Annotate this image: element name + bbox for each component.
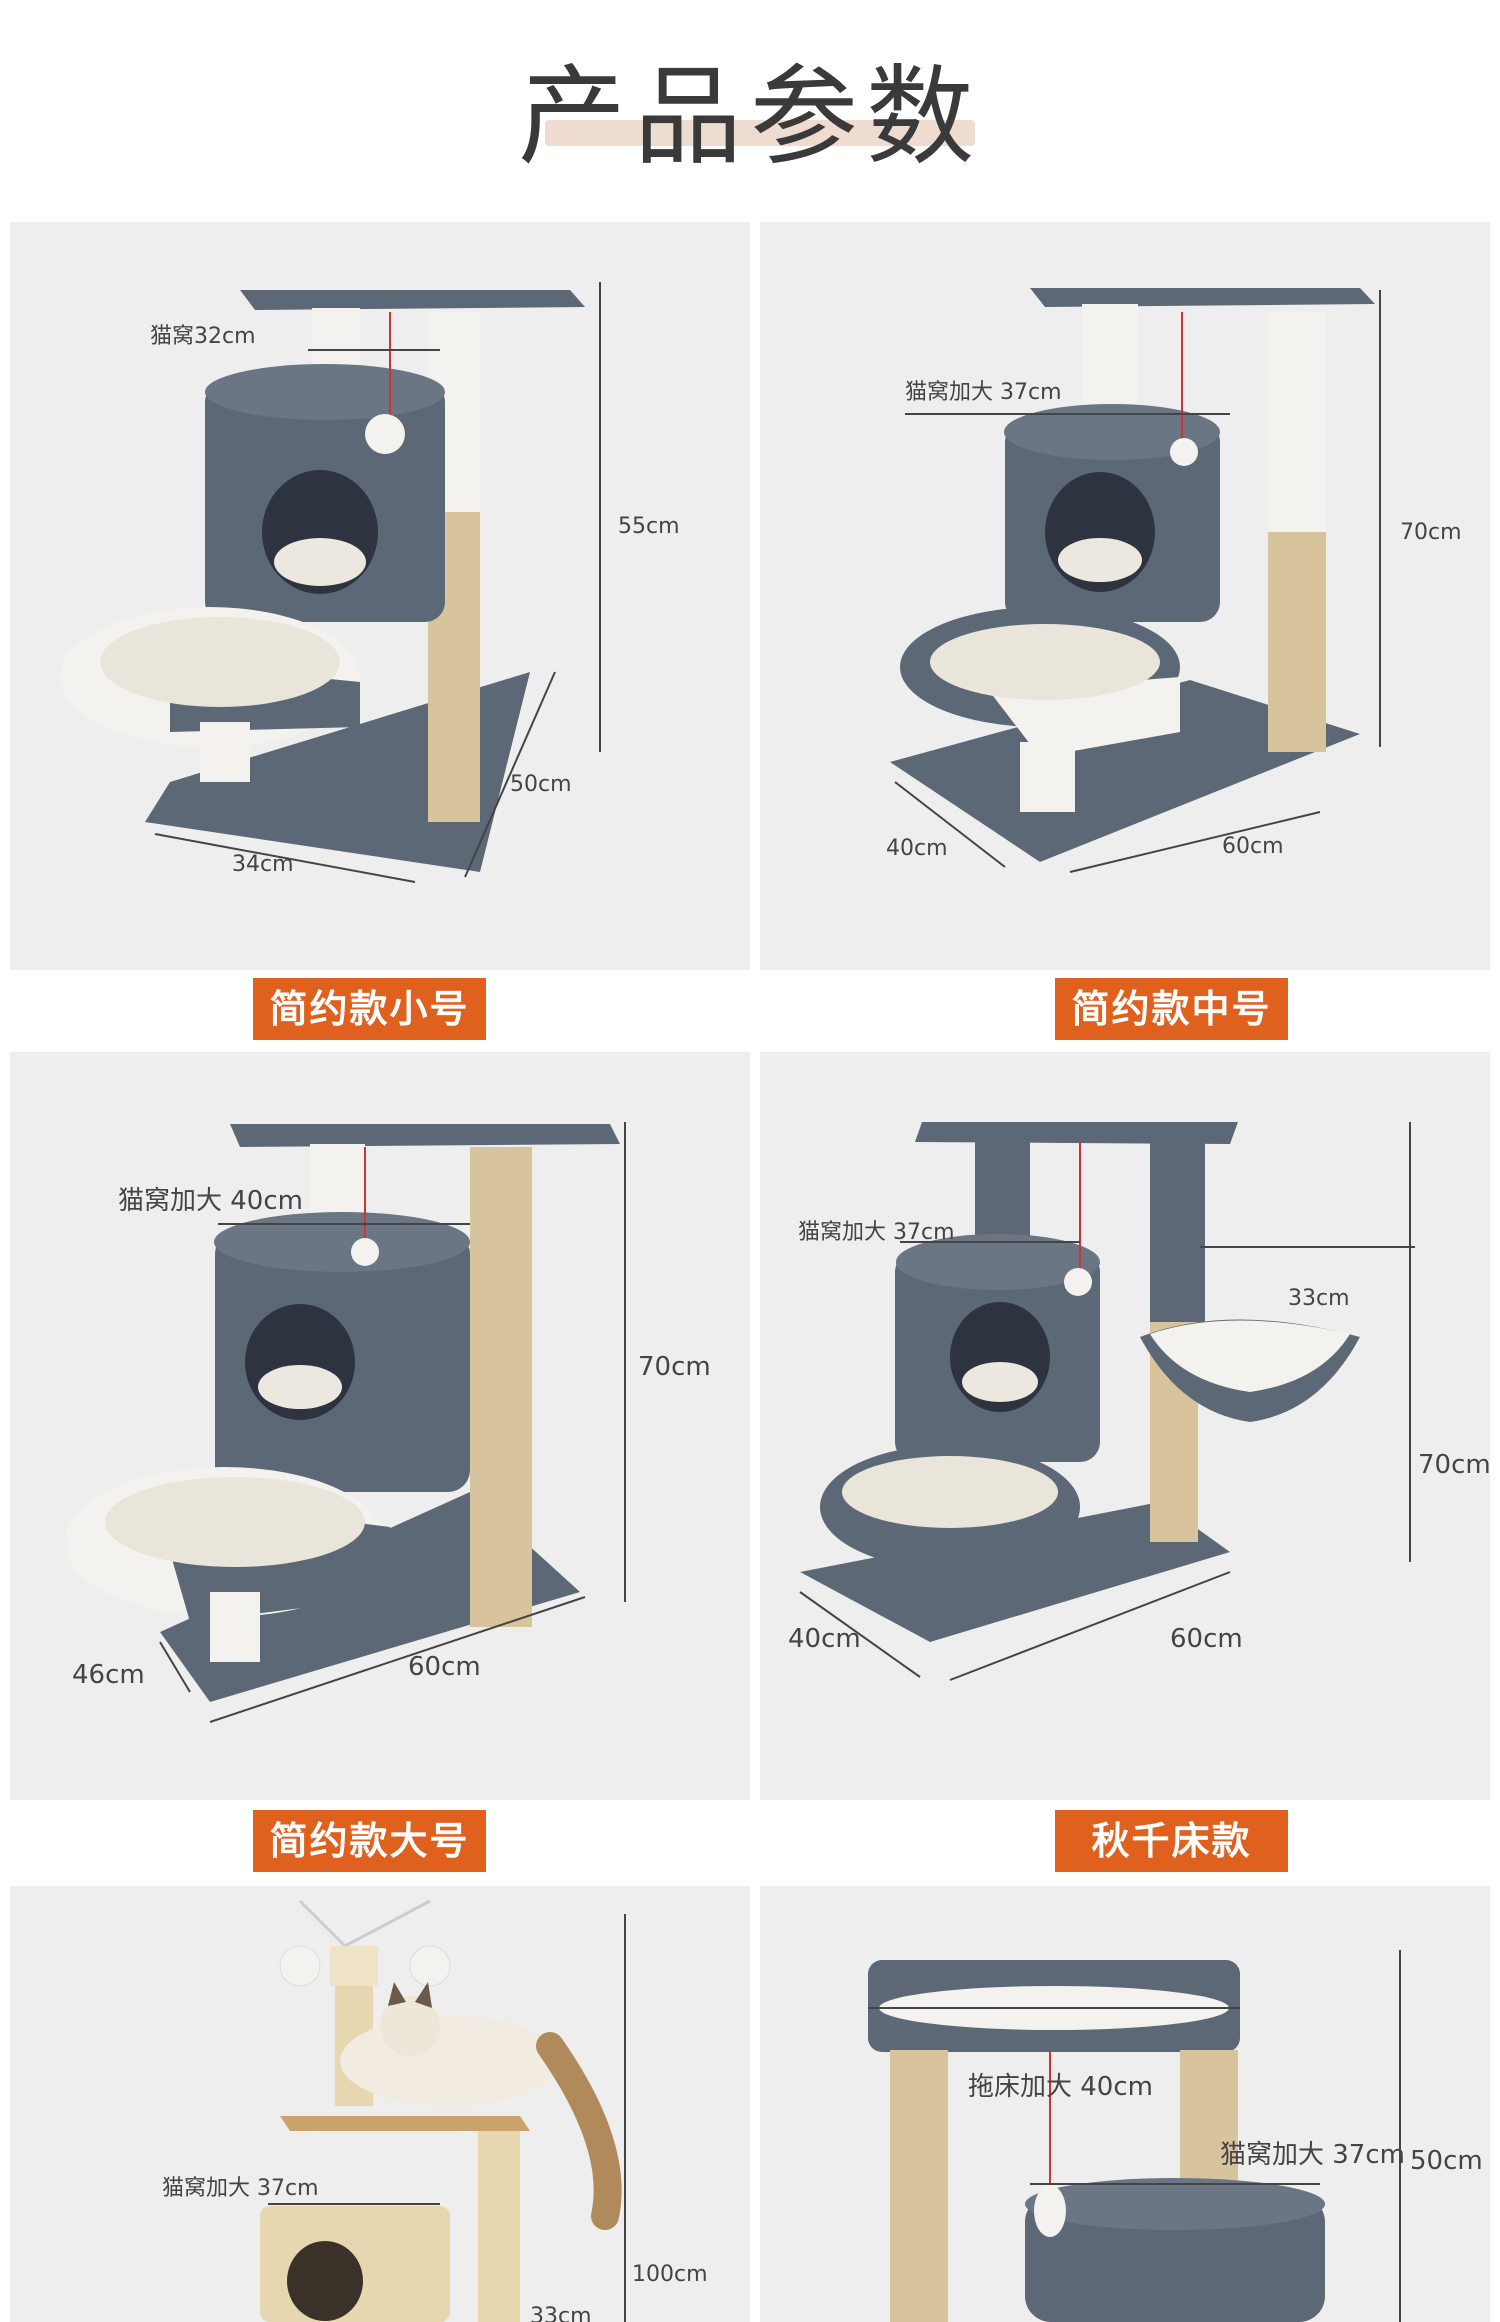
height-dimension: 55cm bbox=[618, 514, 680, 539]
bed-dimension: 拖床加大 40cm bbox=[968, 2072, 1153, 2102]
cat-tree-tall-illustration bbox=[260, 1899, 626, 2322]
cat-tree-swing-illustration bbox=[799, 1122, 1415, 1681]
title-underline bbox=[545, 120, 975, 146]
width-dimension: 60cm bbox=[408, 1652, 481, 1682]
cat-tree-bed-top-illustration bbox=[868, 1950, 1401, 2322]
nest-dimension: 猫窝加大 37cm bbox=[1220, 2140, 1405, 2170]
nest-dimension: 猫窝加大 37cm bbox=[162, 2176, 319, 2201]
height-dimension: 70cm bbox=[638, 1352, 711, 1382]
nest-dimension: 猫窝32cm bbox=[150, 324, 256, 349]
cat-tree-small-illustration bbox=[60, 282, 601, 883]
width-dimension: 34cm bbox=[232, 852, 294, 877]
height-dimension: 50cm bbox=[1410, 2146, 1483, 2176]
product-image-small: 猫窝32cm 55cm 50cm 34cm bbox=[10, 222, 750, 970]
nest-dimension: 猫窝加大 40cm bbox=[118, 1186, 303, 1216]
label-medium: 简约款中号 bbox=[1055, 978, 1288, 1040]
cat-tree-medium-illustration bbox=[890, 288, 1381, 873]
height-dimension: 70cm bbox=[1418, 1450, 1490, 1480]
product-image-medium: 猫窝加大 37cm 70cm 40cm 60cm bbox=[760, 222, 1490, 970]
product-image-large: 猫窝加大 40cm 70cm 46cm 60cm bbox=[10, 1052, 750, 1800]
product-image-swing-bed: 猫窝加大 37cm 33cm 70cm 40cm 60cm bbox=[760, 1052, 1490, 1800]
width-dimension: 60cm bbox=[1222, 834, 1284, 859]
label-swing-bed: 秋千床款 bbox=[1055, 1810, 1288, 1872]
depth-dimension: 40cm bbox=[788, 1624, 861, 1654]
nest-dimension: 猫窝加大 37cm bbox=[798, 1220, 955, 1245]
height-dimension: 100cm bbox=[632, 2262, 708, 2287]
page-title: 产品参数 bbox=[517, 55, 982, 180]
hammock-dimension: 33cm bbox=[1288, 1286, 1350, 1311]
depth-dimension: 46cm bbox=[72, 1660, 145, 1690]
depth-dimension: 40cm bbox=[886, 836, 948, 861]
nest-dimension: 猫窝加大 37cm bbox=[905, 380, 1062, 405]
depth-dimension: 50cm bbox=[510, 772, 572, 797]
page-header: 产品参数 bbox=[0, 0, 1500, 200]
label-large: 简约款大号 bbox=[253, 1810, 486, 1872]
hammock-dimension: 33cm bbox=[530, 2304, 592, 2322]
cat-tree-large-illustration bbox=[65, 1122, 626, 1723]
label-small: 简约款小号 bbox=[253, 978, 486, 1040]
product-image-bed-top: 拖床加大 40cm 猫窝加大 37cm 50cm bbox=[760, 1886, 1490, 2322]
product-image-tall: 猫窝加大 37cm 100cm 33cm bbox=[10, 1886, 750, 2322]
width-dimension: 60cm bbox=[1170, 1624, 1243, 1654]
height-dimension: 70cm bbox=[1400, 520, 1462, 545]
